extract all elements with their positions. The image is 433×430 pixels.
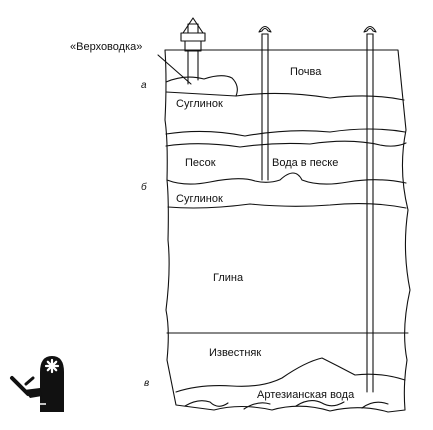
layer-loam-top-label: Суглинок [176,98,223,110]
layer-soil-label: Почва [290,66,322,78]
layer-artesian-water-label: Артезианская вода [257,389,355,401]
marker-c: в [144,378,149,389]
perched-water-leader [157,54,192,85]
artesian-boundary [175,357,406,393]
well-pipe-icon [258,25,272,181]
perched-water-label: «Верховодка» [70,41,142,53]
sand-bottom-boundary [166,172,407,185]
layer-loam-middle-label: Суглинок [176,193,223,205]
house-chimney-icon [180,17,206,85]
layer-limestone-label: Известняк [209,347,261,359]
loam-middle-bottom-boundary [167,203,407,209]
marker-a: а [141,80,147,91]
layer-clay-label: Глина [213,272,244,284]
layer-water-in-sand-label: Вода в песке [272,157,338,169]
marker-b: б [141,181,147,193]
layer-sand-label: Песок [185,157,216,169]
artesian-bottom-rubble [184,400,389,410]
strata-block-outline [164,49,411,413]
loam-bottom-boundary [165,128,406,137]
mascot-icon [10,356,64,412]
artesian-well-pipe-icon [363,25,377,393]
perched-lens-boundary [165,75,238,97]
sand-top-boundary [165,140,407,148]
